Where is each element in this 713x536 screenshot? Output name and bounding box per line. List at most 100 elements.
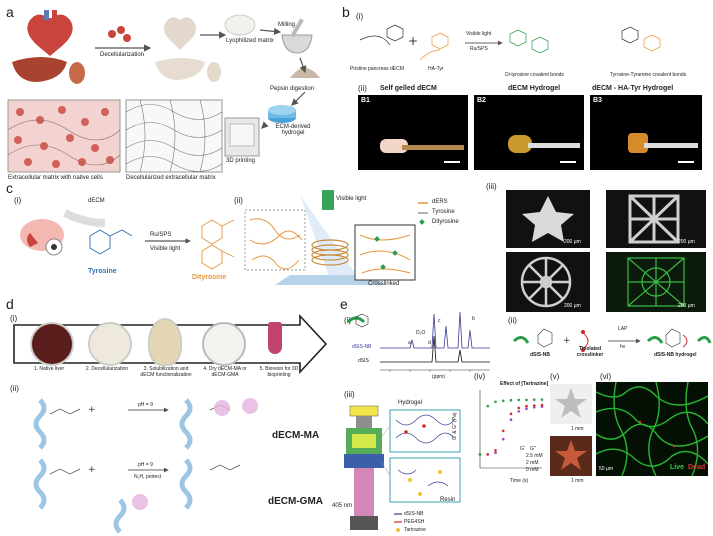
nmr-label-dsisnb: dSIS-NB <box>352 344 372 350</box>
micrograph-green: 200 µm <box>606 252 706 312</box>
svg-text:+: + <box>88 465 96 475</box>
wheel-shape <box>520 256 572 308</box>
thiol-ene-reaction: + <box>512 328 712 352</box>
nmr-label-dsis: dSIS <box>358 358 369 364</box>
panel-b-label: b <box>342 4 350 20</box>
label-dityrosine: Dityrosine <box>192 274 227 281</box>
svg-text:+: + <box>88 405 96 415</box>
micrograph-wheel: 200 µm <box>506 252 590 312</box>
printed-star-icon <box>555 388 587 418</box>
panel-e-sub-vi: (vi) <box>600 372 612 381</box>
scalebar-label-green: 200 µm <box>678 303 695 309</box>
panel-b-sub-ii: (ii) <box>358 84 367 93</box>
rheology-point <box>501 429 505 433</box>
printed-cell-icon <box>555 440 587 470</box>
step-label-1: 1. Native liver <box>33 366 65 372</box>
reaction-lap: LAP <box>618 326 628 332</box>
panel-d-label: d <box>6 296 14 312</box>
condition-c-light: Visible light <box>150 246 181 252</box>
product-decm-gma: dECM-GMA <box>268 496 323 507</box>
photo-b2: B2 <box>474 95 584 170</box>
rheology-legend-g1: G' <box>520 446 525 452</box>
spatula-b1 <box>402 145 464 150</box>
printer-legend-dsisnb: dSIS-NB <box>404 511 424 517</box>
rheology-point <box>540 398 544 401</box>
dlp-printer-schematic <box>344 405 461 532</box>
rheology-point <box>494 400 497 404</box>
scalebar-label-lattice: 200 µm <box>678 239 695 245</box>
rheology-legend-0: 0 mM <box>526 467 539 473</box>
rheology-legend-g2: G'' <box>530 446 536 452</box>
printed-star-photo <box>550 384 592 424</box>
label-decm: dECM <box>88 198 105 204</box>
step-photo-solubilization <box>148 318 182 366</box>
rheology-point <box>494 451 497 455</box>
rheology-point <box>525 407 528 410</box>
photo-b2-tag: B2 <box>477 97 486 104</box>
label-crosslinked: Crosslinked <box>368 281 400 287</box>
panel-b-sub-i: (i) <box>356 12 364 21</box>
nmr-axis-label: (ppm) <box>432 374 446 380</box>
rheology-point <box>509 398 513 402</box>
label-tyrosine: Tyrosine <box>88 268 117 275</box>
spatula-b3 <box>644 143 698 148</box>
rheology-point <box>501 399 505 403</box>
rheology-point <box>517 410 521 413</box>
reagent-hatyr: HA-Tyr <box>428 66 444 72</box>
reaction-hv: hv <box>620 344 626 350</box>
reagent-pancreas: Pristine pancreas dECM <box>350 66 404 72</box>
rheology-point <box>517 406 521 410</box>
condition-visible-light: Visible light <box>466 31 492 37</box>
rheology-title: Effect of [Tartrazine] <box>500 381 549 387</box>
live-dead-network <box>595 381 709 477</box>
panel-d-sub-i: (i) <box>10 314 18 323</box>
printed-cell-photo <box>550 436 592 476</box>
green-network <box>627 257 685 307</box>
panel-c-sub-ii: (ii) <box>234 196 243 205</box>
scalebar-label-wheel: 200 µm <box>564 303 581 309</box>
panel-e-sub-iv: (iv) <box>474 372 486 381</box>
step-photo-bioresin <box>268 322 282 354</box>
legend-tyrosine: Tyrosine <box>432 209 455 215</box>
printer-label-resin: Resin <box>440 497 456 503</box>
panel-c-sub-i: (i) <box>14 196 22 205</box>
panel-e-sub-ii: (ii) <box>508 316 517 325</box>
spatula-b2 <box>528 143 580 148</box>
rheology-point <box>509 412 513 416</box>
panel-a-label: a <box>6 4 14 20</box>
rheology-legend-2: 2 mM <box>526 460 539 466</box>
printer-legend-peg4sh: PEG4SH <box>404 519 425 525</box>
hydrogel-sample-b1 <box>380 139 408 153</box>
caption-lyophilized: Lyophilized matrix <box>226 38 274 44</box>
hydrogel-sample-b3 <box>628 133 648 153</box>
condition-ma: pH = 9 <box>138 402 153 408</box>
reaction-product: dSIS-NB hydrogel <box>654 352 697 358</box>
label-dead: Dead <box>688 464 706 471</box>
label-live: Live <box>670 464 685 471</box>
rheology-point <box>478 453 482 456</box>
scalebar-label-livedead: 50 µm <box>599 466 613 472</box>
nmr-peak-b: b <box>472 316 475 322</box>
product-tyramine: Tyrosine-Tyramine covalent bonds <box>610 72 687 78</box>
step-photo-dry <box>202 322 246 366</box>
panel-a-illustration <box>7 10 320 173</box>
rheology-point <box>486 404 490 408</box>
legend-ders: dERS <box>432 199 448 205</box>
step-photo-liver <box>30 322 74 366</box>
reaction-dsisnb: dSIS-NB <box>530 352 550 358</box>
caption-decellularization: Decellularization <box>100 52 145 58</box>
panel-c-illustration <box>20 190 428 285</box>
step-label-4: 4. Dry dECM-MA or dECM-GMA <box>203 366 247 378</box>
panel-c-label: c <box>6 180 13 196</box>
rheology-point <box>486 453 490 456</box>
product-decm-ma: dECM-MA <box>272 430 320 441</box>
step-label-5: 5. Bioresin for 3D bioprinting <box>259 366 299 378</box>
panel-b-reaction: + <box>359 24 661 61</box>
photo-b3-tag: B3 <box>593 97 602 104</box>
rheology-ylabel: G' & G'' (Pa) <box>452 412 458 440</box>
panel-c-sub-iii: (iii) <box>486 182 497 191</box>
condition-ru-sps: Ru/SPS <box>470 46 488 52</box>
photo-b1: B1 <box>358 95 468 170</box>
rheology-point <box>525 404 528 408</box>
caption-3d-printing: 3D printing <box>226 158 256 164</box>
